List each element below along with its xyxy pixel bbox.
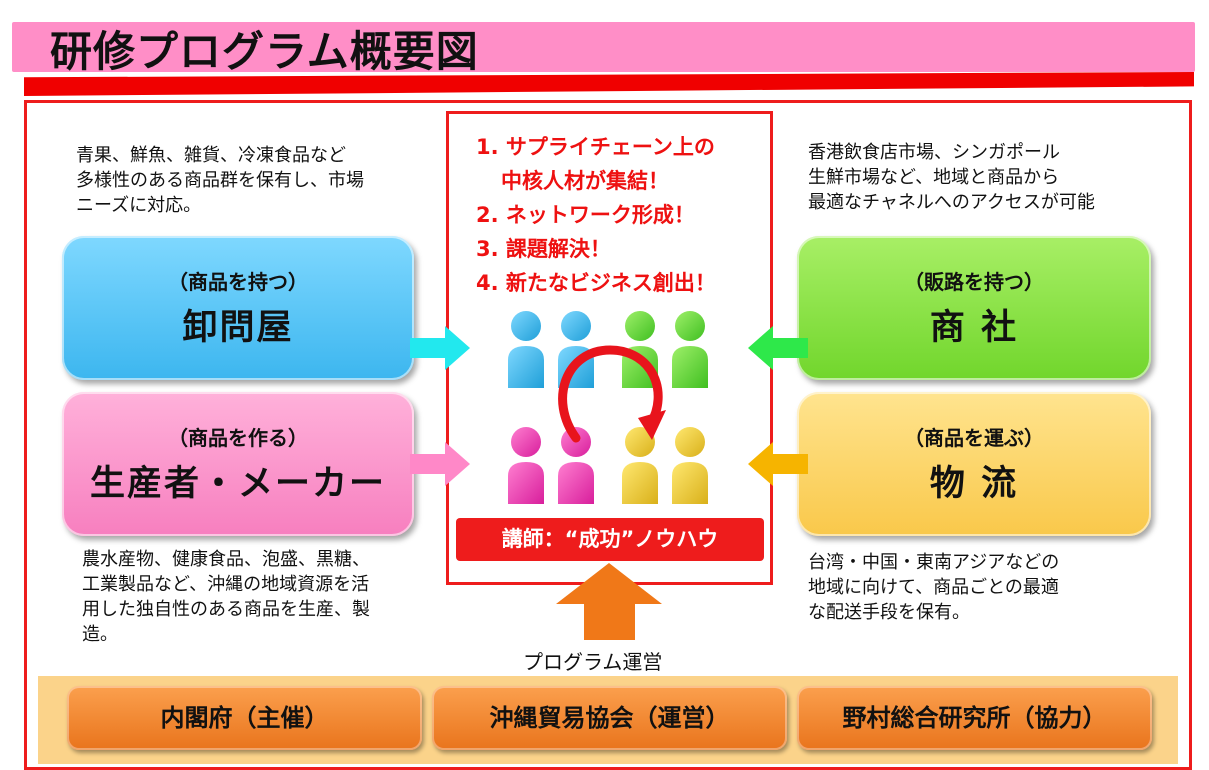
producer-subtitle: （商品を作る） bbox=[168, 426, 308, 450]
page-title: 研修プログラム概要図 bbox=[50, 27, 479, 76]
desc-line: 地域に向けて、商品ごとの最適 bbox=[808, 577, 1059, 598]
desc-line: 青果、鮮魚、雑貨、冷凍食品など bbox=[76, 145, 346, 166]
desc-line: ニーズに対応。 bbox=[76, 195, 202, 216]
org-okinawa-trade-association: 沖縄貿易協会（運営） bbox=[432, 686, 787, 750]
logistics-subtitle: （商品を運ぶ） bbox=[904, 426, 1044, 450]
left-arrow-icon bbox=[748, 442, 808, 486]
person-icon bbox=[672, 311, 708, 388]
desc-line: 工業製品など、沖縄の地域資源を活 bbox=[82, 574, 370, 595]
goal-item: 4. 新たなビジネス創出！ bbox=[476, 271, 716, 295]
desc-line: 最適なチャネルへのアクセスが可能 bbox=[808, 192, 1095, 213]
person-icon bbox=[622, 311, 658, 388]
wholesale-subtitle: （商品を持つ） bbox=[168, 270, 308, 294]
producer-description: 農水産物、健康食品、泡盛、黒糖、 工業製品など、沖縄の地域資源を活 用した独自性… bbox=[82, 547, 427, 647]
goal-item: 3. 課題解決！ bbox=[476, 237, 611, 261]
producer-title: 生産者・メーカー bbox=[89, 464, 386, 504]
trading-title: 商 社 bbox=[929, 308, 1019, 348]
desc-line: 造。 bbox=[82, 624, 118, 645]
rotation-arrow-icon bbox=[558, 345, 666, 443]
org-nomura-research-institute: 野村総合研究所（協力） bbox=[797, 686, 1152, 750]
right-arrow-icon bbox=[410, 326, 470, 370]
desc-line: 生鮮市場など、地域と商品から bbox=[808, 167, 1060, 188]
instructor-banner: 講師：“成功”ノウハウ bbox=[456, 518, 764, 561]
wholesale-title: 卸問屋 bbox=[182, 308, 294, 348]
up-arrow-icon bbox=[556, 563, 662, 640]
person-icon bbox=[508, 311, 544, 388]
trading-description: 香港飲食店市場、シンガポール 生鮮市場など、地域と商品から 最適なチャネルへのア… bbox=[808, 140, 1168, 215]
desc-line: 台湾・中国・東南アジアなどの bbox=[808, 552, 1060, 573]
desc-line: 香港飲食店市場、シンガポール bbox=[808, 142, 1060, 163]
title-band bbox=[12, 22, 1195, 72]
goals-list: 1. サプライチェーン上の 中核人材が集結！ 2. ネットワーク形成！ 3. 課… bbox=[476, 130, 766, 300]
goal-item: 2. ネットワーク形成！ bbox=[476, 203, 695, 227]
person-icon bbox=[622, 427, 658, 504]
wholesale-box: （商品を持つ） 卸問屋 bbox=[62, 236, 414, 380]
goal-item: 中核人材が集結！ bbox=[501, 169, 669, 193]
desc-line: 用した独自性のある商品を生産、製 bbox=[82, 599, 370, 620]
producer-box: （商品を作る） 生産者・メーカー bbox=[62, 392, 414, 536]
desc-line: 農水産物、健康食品、泡盛、黒糖、 bbox=[82, 549, 370, 570]
person-icon bbox=[508, 427, 544, 504]
person-icon bbox=[672, 427, 708, 504]
program-operation-label: プログラム運営 bbox=[523, 650, 663, 674]
wholesale-description: 青果、鮮魚、雑貨、冷凍食品など 多様性のある商品群を保有し、市場 ニーズに対応。 bbox=[76, 143, 426, 218]
trading-box: （販路を持つ） 商 社 bbox=[797, 236, 1151, 380]
logistics-box: （商品を運ぶ） 物 流 bbox=[797, 392, 1151, 536]
right-arrow-icon bbox=[410, 442, 470, 486]
desc-line: 多様性のある商品群を保有し、市場 bbox=[76, 170, 364, 191]
org-cabinet-office: 内閣府（主催） bbox=[67, 686, 422, 750]
logistics-title: 物 流 bbox=[929, 464, 1019, 504]
logistics-description: 台湾・中国・東南アジアなどの 地域に向けて、商品ごとの最適 な配送手段を保有。 bbox=[808, 550, 1148, 625]
desc-line: な配送手段を保有。 bbox=[808, 602, 970, 623]
left-arrow-icon bbox=[748, 326, 808, 370]
trading-subtitle: （販路を持つ） bbox=[904, 270, 1044, 294]
goal-item: 1. サプライチェーン上の bbox=[476, 135, 715, 159]
